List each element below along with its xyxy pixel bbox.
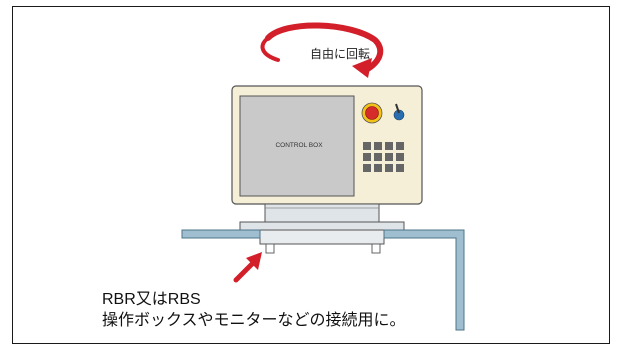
key-switch-stem	[395, 103, 400, 114]
caption-line-2: 操作ボックスやモニターなどの接続用に。	[102, 310, 406, 329]
rotation-arrow	[265, 22, 384, 73]
keypad-key	[396, 153, 404, 161]
keypad-key	[374, 164, 382, 172]
mounting-bracket	[181, 229, 261, 239]
mounting-bracket-right	[383, 229, 465, 331]
mount-foot-left	[265, 243, 275, 254]
pointer-arrow-shaft	[233, 259, 257, 283]
pointer-arrow-head	[246, 252, 262, 270]
keypad-key	[374, 142, 382, 150]
mount-foot-right	[371, 243, 381, 254]
screen-label: CONTROL BOX	[275, 142, 323, 149]
mount-plate	[239, 221, 405, 231]
rotation-label: 自由に回転	[310, 47, 371, 61]
keypad	[363, 142, 404, 172]
rotation-arrow-tail	[260, 36, 280, 62]
keypad-key	[385, 142, 393, 150]
caption-line-1: RBR又はRBS	[102, 291, 201, 308]
mount-top	[264, 203, 380, 223]
keypad-key	[363, 153, 371, 161]
control-box-screen	[239, 95, 355, 197]
keypad-key	[363, 142, 371, 150]
keypad-key	[396, 142, 404, 150]
mount-bottom	[259, 229, 385, 245]
keypad-key	[374, 153, 382, 161]
keypad-key	[396, 164, 404, 172]
estop-button	[365, 106, 379, 120]
keypad-key	[385, 164, 393, 172]
rotation-arrow-head	[352, 58, 372, 78]
keypad-key	[385, 153, 393, 161]
keypad-key	[363, 164, 371, 172]
